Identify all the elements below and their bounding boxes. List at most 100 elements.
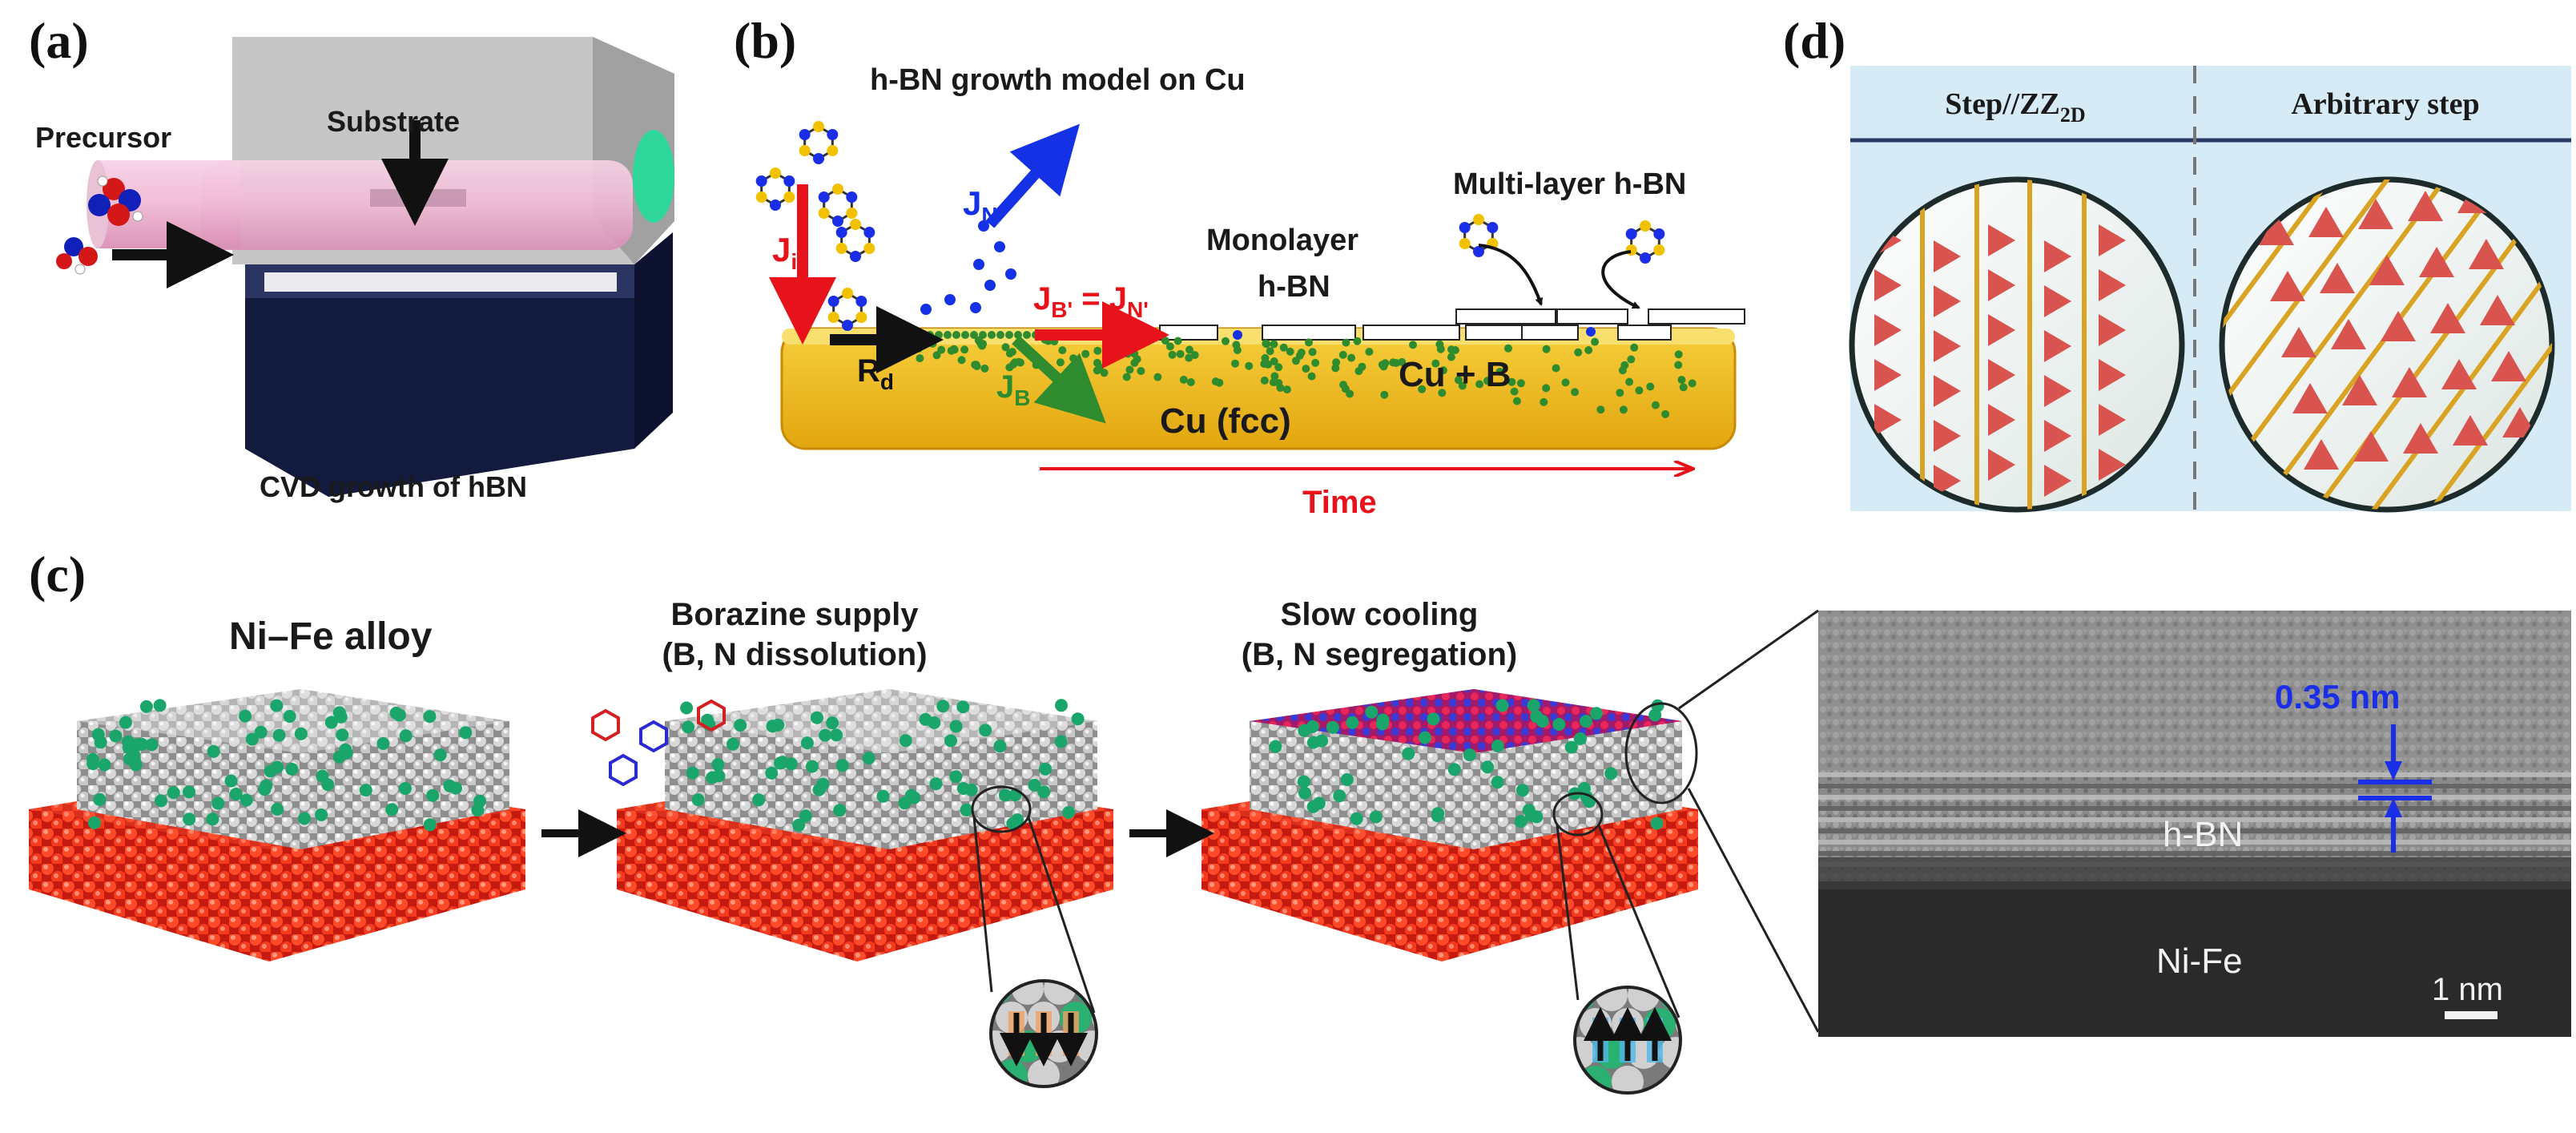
substrate-label: Substrate [327, 105, 460, 138]
iron-atom [680, 701, 694, 715]
stage-borazine-line1: Borazine supply [671, 597, 920, 632]
boron-atom [850, 219, 861, 230]
boron-atom [827, 312, 839, 323]
iron-atom [264, 764, 277, 778]
iron-atom [1515, 784, 1529, 797]
aligned-steps-circle [1849, 176, 2185, 513]
boron-dot [1512, 397, 1521, 405]
iron-atom [399, 729, 413, 743]
boron-atom [813, 121, 824, 132]
tem-spacing-label: 0.35 nm [2275, 678, 2400, 716]
hbn-domain-triangle [2099, 404, 2126, 436]
boron-dot [1447, 353, 1455, 361]
nitrogen-atom [863, 227, 875, 238]
iron-atom [229, 788, 243, 800]
flux-rd-label: Rd [857, 353, 894, 394]
iron-atom [87, 816, 101, 829]
boron-dot [1616, 389, 1624, 397]
tem-nife-label: Ni-Fe [2156, 941, 2243, 981]
iron-atom [153, 699, 167, 712]
iron-atom [1346, 716, 1359, 729]
iron-atom [805, 760, 819, 773]
iron-atom [423, 818, 437, 832]
boron-dot [1591, 337, 1600, 346]
precursor-molecules [56, 175, 143, 275]
boron-dot [1483, 377, 1491, 385]
boron-dot [1418, 385, 1427, 393]
iron-atom [771, 718, 785, 732]
boron-dot [1495, 368, 1504, 376]
boron-atom [832, 183, 843, 195]
boron-dot [1674, 361, 1683, 369]
boron-dot [1282, 385, 1291, 394]
boron-dot [1222, 337, 1230, 345]
tem-zoom-line-top [1678, 609, 1819, 710]
lattice-fringe [1818, 795, 2571, 800]
iron-atom [270, 699, 284, 712]
boron-dot [1286, 347, 1294, 356]
borazine-ring [1625, 220, 1665, 264]
flux-jn-label: JN [963, 184, 998, 228]
boron-dot [957, 356, 966, 365]
multilayer-arrow-2 [1601, 250, 1640, 309]
zoom-atom [1596, 987, 1628, 1011]
boron-dot [1008, 348, 1016, 357]
iron-atom [1427, 712, 1440, 726]
nitrogen-atom [835, 227, 847, 238]
boron-dot [1137, 331, 1145, 339]
boron-atom [827, 145, 839, 156]
boron-dot [1122, 373, 1131, 381]
iron-atom [316, 769, 329, 783]
hbn-domain-triangle [2441, 359, 2477, 389]
zoom-atom [1076, 981, 1097, 1005]
iron-atom [294, 727, 308, 740]
iron-atom [686, 766, 699, 780]
boron-atom [818, 208, 830, 219]
iron-atom [1650, 816, 1664, 830]
boron-dot [944, 331, 952, 339]
hbn-domain-triangle [2099, 449, 2126, 481]
iron-atom [819, 728, 832, 742]
boron-dot [1245, 361, 1254, 370]
boron-atom [1653, 244, 1665, 256]
boron-dot [960, 345, 969, 354]
boron-dot [1185, 345, 1193, 354]
growth-model-title: h-BN growth model on Cu [870, 63, 1246, 97]
iron-atom [979, 724, 992, 737]
iron-atom [224, 774, 238, 788]
boron-dot [1093, 358, 1101, 367]
zoom-atom [1575, 1037, 1596, 1069]
hbn-domain-triangle [1934, 240, 1961, 272]
iron-atom [98, 758, 111, 772]
hbn-domain-triangle [1874, 269, 1902, 301]
boron-dot [1274, 363, 1283, 372]
multilayer-label: Multi-layer h-BN [1453, 167, 1686, 201]
hbn-domain-triangle [2099, 359, 2126, 391]
iron-atom [258, 783, 272, 796]
cvd-caption: CVD growth of hBN [260, 470, 527, 503]
hbn-domain-triangle [2453, 415, 2488, 446]
iron-atom [1365, 705, 1379, 719]
iron-atom [1514, 815, 1527, 829]
boron-dot [1233, 346, 1242, 354]
iron-atom [473, 794, 486, 808]
boron-dot [1168, 350, 1177, 359]
nitrogen-atom [1459, 222, 1471, 233]
iron-atom [765, 766, 779, 780]
iron-atom [999, 788, 1012, 802]
boron-dot [1231, 359, 1239, 368]
iron-atom [826, 716, 839, 730]
hbn-domain-triangle [2419, 247, 2454, 277]
nitrogen-atom [855, 296, 867, 307]
boron-dot [1093, 346, 1102, 355]
stage-cooling-line2: (B, N segregation) [1242, 637, 1517, 672]
iron-atom [359, 784, 372, 797]
lattice-fringe [1818, 851, 2571, 856]
flux-jbn-label: JB' = JN' [1033, 281, 1149, 322]
boron-dot [1661, 409, 1670, 418]
flux-jn-arrow [985, 123, 1080, 228]
boron-dot [1130, 349, 1139, 358]
segregation-zoom-inset [1575, 987, 1680, 1093]
zoom-atom [1044, 981, 1076, 1005]
boron-dot [1211, 377, 1220, 386]
